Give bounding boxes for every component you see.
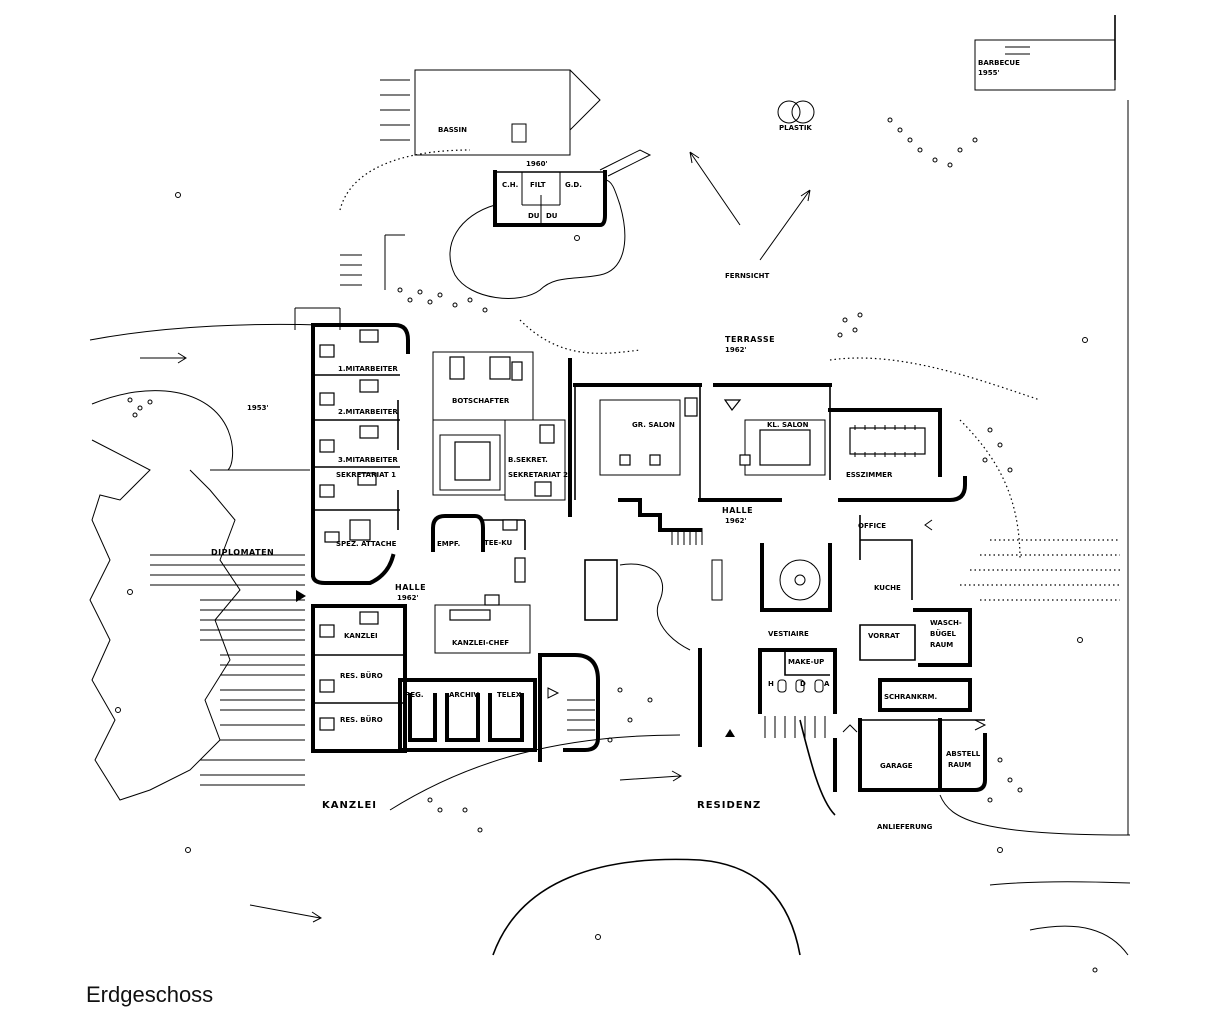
label-barbecue-year: 1955' <box>978 69 1000 77</box>
label-diplomaten: DIPLOMATEN <box>211 548 274 557</box>
label-d: D <box>800 680 806 688</box>
label-garage: GARAGE <box>880 762 913 770</box>
drawing-caption: Erdgeschoss <box>86 982 214 1007</box>
furniture <box>319 329 379 543</box>
label-du-1: DU <box>528 212 540 220</box>
label-spez-attache: SPEZ. ATTACHE <box>336 540 397 548</box>
label-kanzlei: KANZLEI <box>322 800 377 811</box>
label-kanzlei-chef: KANZLEI-CHEF <box>452 639 509 647</box>
label-fernsicht: FERNSICHT <box>725 272 769 280</box>
label-empf: EMPF. <box>437 540 460 548</box>
landscape <box>89 100 1131 973</box>
label-mitarbeiter-1: 1.MITARBEITER <box>338 365 398 373</box>
label-res-buero-2: RES. BÜRO <box>340 715 383 724</box>
label-halle-right-year: 1962' <box>725 517 747 525</box>
label-esszimmer: ESSZIMMER <box>846 471 893 479</box>
label-kl-salon: KL. SALON <box>767 421 809 429</box>
label-schrankrm: SCHRANKRM. <box>884 693 937 701</box>
label-kueche: KUCHE <box>874 584 901 592</box>
label-raum: RAUM <box>930 641 953 649</box>
label-ch: C.H. <box>502 181 518 189</box>
label-sekretariat-1: SEKRETARIAT 1 <box>336 471 396 479</box>
label-filt: FILT <box>530 181 546 189</box>
label-vorrat: VORRAT <box>868 632 900 640</box>
label-terrasse: TERRASSE <box>725 335 775 344</box>
label-a: A <box>824 680 830 688</box>
label-abstell-raum: RAUM <box>948 761 971 769</box>
label-anlieferung: ANLIEFERUNG <box>877 823 933 831</box>
labels: BASSIN BARBECUE 1955' PLASTIK 1960' C.H.… <box>211 59 1020 831</box>
label-pool-year: 1960' <box>526 160 548 168</box>
label-mitarbeiter-3: 3.MITARBEITER <box>338 456 398 464</box>
label-halle-right: HALLE <box>722 506 753 515</box>
label-botschafter: BOTSCHAFTER <box>452 397 510 405</box>
label-vestiaire: VESTIAIRE <box>768 630 809 638</box>
label-bassin: BASSIN <box>438 126 467 134</box>
label-du-2: DU <box>546 212 558 220</box>
label-tee-ku: TEE-KU <box>484 539 513 547</box>
label-kanzlei-room: KANZLEI <box>344 632 378 640</box>
label-halle-left: HALLE <box>395 583 426 592</box>
pool-area <box>340 15 1116 299</box>
label-terrasse-year: 1962' <box>725 346 747 354</box>
label-plastik: PLASTIK <box>779 124 812 132</box>
label-gr-salon: GR. SALON <box>632 421 675 429</box>
label-halle-left-year: 1962' <box>397 594 419 602</box>
label-b-sekret: B.SEKRET. <box>508 456 548 464</box>
label-abstell: ABSTELL <box>946 750 981 758</box>
label-buegel: BÜGEL <box>930 629 957 638</box>
label-sekretariat-2: SEKRETARIAT 2 <box>508 471 568 479</box>
label-wasch: WASCH- <box>930 619 962 627</box>
label-h: H <box>768 680 774 688</box>
label-make-up: MAKE-UP <box>788 658 824 666</box>
label-gd: G.D. <box>565 181 582 189</box>
label-telex: TELEX <box>497 691 522 699</box>
label-barbecue: BARBECUE <box>978 59 1020 67</box>
label-residenz: RESIDENZ <box>697 800 761 811</box>
kanzlei-wing <box>294 307 600 762</box>
label-office: OFFICE <box>858 522 886 530</box>
label-reg: REG. <box>405 691 424 699</box>
label-year-1953: 1953' <box>247 404 269 412</box>
label-res-buero-1: RES. BÜRO <box>340 671 383 680</box>
label-mitarbeiter-2: 2.MITARBEITER <box>338 408 398 416</box>
residenz-wing <box>573 383 987 792</box>
label-archiv: ARCHIV <box>449 691 479 699</box>
